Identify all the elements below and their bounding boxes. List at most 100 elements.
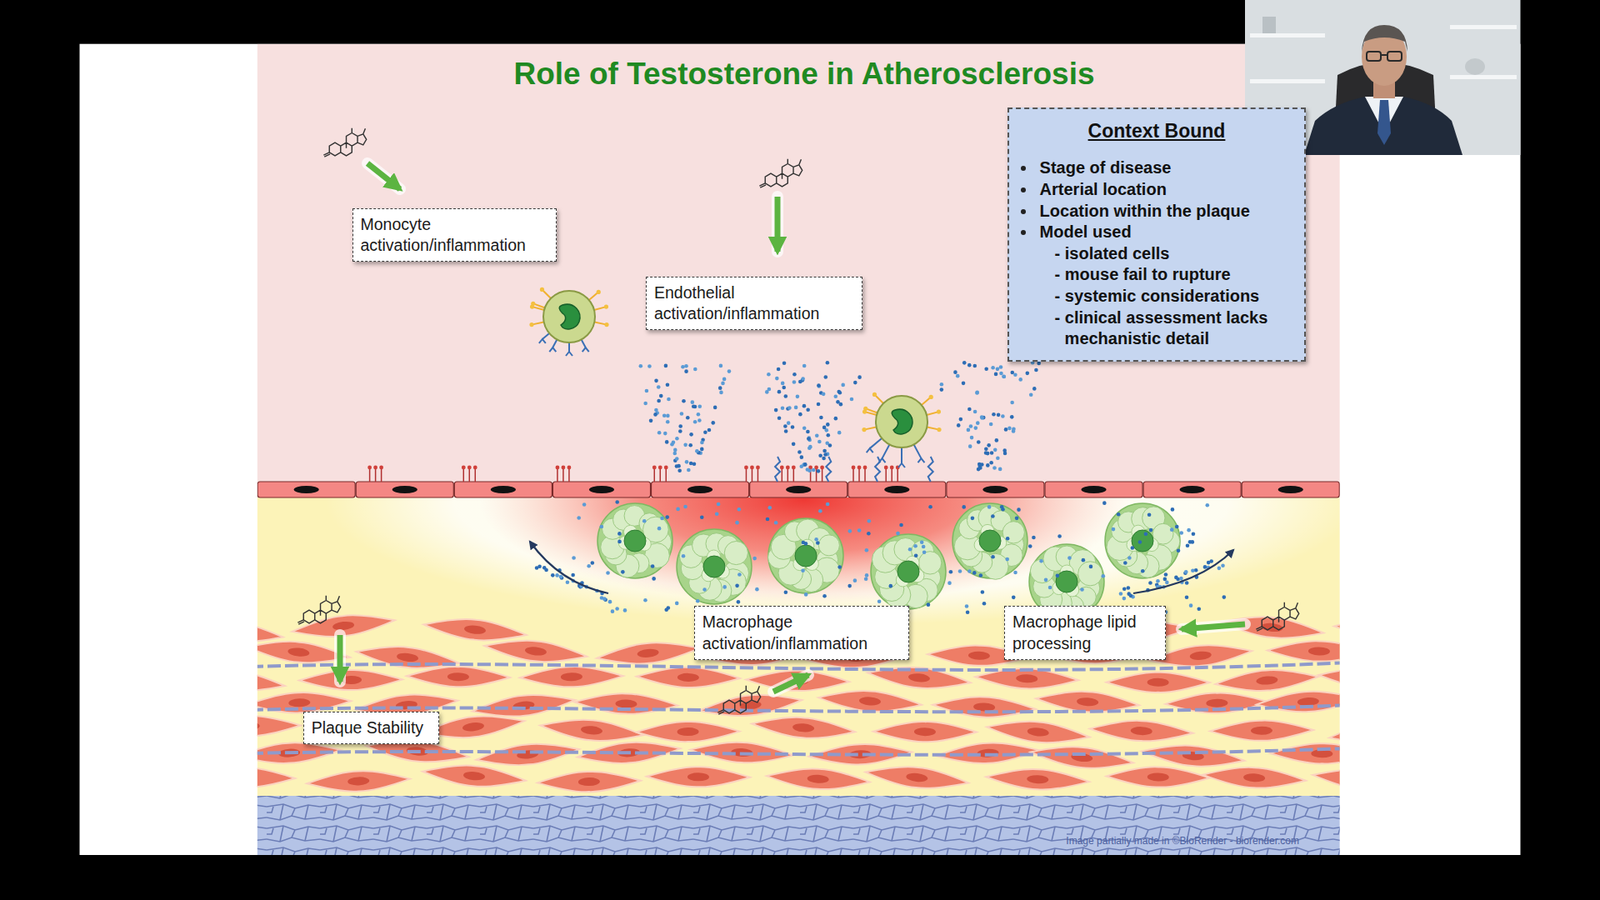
cytokine-dot bbox=[582, 502, 587, 507]
cytokine-dot bbox=[1000, 414, 1005, 419]
receptor-head bbox=[467, 465, 472, 470]
cytokine-dot bbox=[956, 423, 961, 428]
cytokine-dot bbox=[586, 564, 591, 569]
receptor-head bbox=[367, 465, 372, 470]
cytokine-dot bbox=[784, 394, 789, 399]
cytokine-dot bbox=[1015, 516, 1020, 521]
cytokine-dot bbox=[817, 440, 822, 445]
cytokine-dot bbox=[1190, 540, 1195, 545]
cytokine-dot bbox=[690, 400, 695, 405]
cytokine-dot bbox=[643, 598, 648, 603]
smooth-muscle-cell bbox=[1106, 672, 1210, 693]
cytokine-dot bbox=[1126, 585, 1131, 590]
cytokine-dot bbox=[1018, 377, 1023, 382]
cytokine-dot bbox=[684, 364, 689, 369]
cytokine-dot bbox=[1011, 595, 1016, 600]
cytokine-dot bbox=[620, 570, 625, 575]
cytokine-dot bbox=[781, 385, 786, 390]
cytokine-dot bbox=[825, 422, 830, 427]
cytokine-dot bbox=[1039, 559, 1044, 564]
selectin-receptor bbox=[885, 469, 887, 482]
cytokine-dot bbox=[685, 415, 690, 420]
smooth-muscle-cell bbox=[1255, 689, 1340, 715]
cytokine-dot bbox=[995, 455, 1000, 460]
cytokine-dot bbox=[926, 602, 931, 607]
cytokine-dot bbox=[755, 587, 760, 592]
cytokine-dot bbox=[590, 560, 595, 565]
cytokine-dot bbox=[792, 372, 797, 377]
cytokine-dot bbox=[736, 600, 741, 605]
cytokine-dot bbox=[664, 364, 669, 369]
cytokine-dot bbox=[664, 607, 669, 612]
box-text: - clinical assessment lacks mechanistic … bbox=[1009, 307, 1299, 350]
smooth-muscle-cell bbox=[257, 766, 296, 789]
smooth-muscle-cell bbox=[1210, 720, 1314, 741]
cytokine-dot bbox=[1185, 580, 1190, 585]
selectin-receptor bbox=[654, 469, 656, 482]
cytokine-dot bbox=[1191, 531, 1196, 536]
smooth-muscle-cell bbox=[873, 721, 977, 743]
cytokine-dot bbox=[722, 585, 727, 590]
cytokine-dot bbox=[993, 448, 998, 453]
selectin-receptor bbox=[793, 469, 795, 482]
cytokine-dot bbox=[999, 365, 1004, 370]
cytokine-dot bbox=[650, 564, 655, 569]
cytokine-dot bbox=[965, 610, 970, 615]
cytokine-dot bbox=[815, 434, 820, 439]
cytokine-dot bbox=[737, 507, 742, 512]
cytokine-dot bbox=[973, 410, 978, 415]
cytokine-dot bbox=[974, 425, 979, 430]
cytokine-dot bbox=[610, 609, 615, 614]
monocyte bbox=[529, 287, 609, 356]
collagen-fiber bbox=[257, 748, 1340, 755]
cytokine-dot bbox=[806, 436, 811, 441]
smooth-muscle-cell bbox=[745, 670, 850, 693]
foam-cell bbox=[952, 503, 1028, 580]
cytokine-dot bbox=[675, 507, 680, 512]
cytokine-dot bbox=[913, 544, 918, 549]
cytokine-dot bbox=[780, 381, 785, 386]
box-text: - systemic considerations bbox=[1009, 285, 1299, 308]
cytokine-dot bbox=[678, 424, 683, 429]
box-text: Macrophage activation/inflammation bbox=[702, 611, 901, 655]
cytokine-dot bbox=[921, 545, 926, 550]
cytokine-dot bbox=[984, 450, 989, 455]
efflux-arrow bbox=[530, 541, 609, 594]
cytokine-dot bbox=[895, 531, 900, 536]
cytokine-dot bbox=[1220, 563, 1225, 568]
collagen-fibers bbox=[257, 662, 1340, 755]
cytokine-dot bbox=[555, 573, 560, 578]
cytokine-dot bbox=[768, 505, 773, 510]
cytokine-dot bbox=[1028, 544, 1033, 549]
cytokine-dot bbox=[1209, 559, 1214, 564]
cytokine-dot bbox=[643, 401, 648, 406]
cytokine-dot bbox=[617, 540, 622, 545]
endothelial-nucleus bbox=[687, 485, 713, 494]
cytokine-dot bbox=[857, 528, 862, 533]
cytokine-dot bbox=[805, 467, 810, 472]
receptor-head bbox=[863, 465, 868, 470]
receptor-head bbox=[755, 465, 760, 470]
cytokine-dot bbox=[700, 447, 705, 452]
smooth-muscle-cell bbox=[1202, 765, 1307, 791]
box-text: - mouse fail to rupture bbox=[1009, 264, 1299, 286]
cytokine-dot bbox=[735, 584, 740, 589]
cytokine-dot bbox=[920, 540, 925, 545]
smooth-muscle-cell bbox=[808, 742, 913, 767]
cytokine-dot bbox=[990, 365, 995, 370]
cytokine-dot bbox=[689, 432, 694, 437]
cytokine-dot bbox=[822, 594, 827, 599]
cytokine-dot bbox=[656, 385, 661, 390]
cytokine-dot bbox=[807, 435, 812, 440]
selectin-receptor bbox=[463, 469, 465, 482]
cytokine-dot bbox=[617, 531, 622, 536]
effect-arrow bbox=[775, 196, 781, 252]
cytokine-dot bbox=[821, 456, 826, 461]
cytokine-dot bbox=[774, 520, 779, 525]
cytokine-dot bbox=[962, 360, 967, 365]
testosterone-molecule bbox=[297, 595, 340, 625]
cytokine-dot bbox=[1032, 386, 1037, 391]
collagen-fiber bbox=[257, 662, 1340, 670]
cytokine-dot bbox=[1101, 574, 1106, 579]
effect-box: Plaque Stability bbox=[303, 711, 440, 745]
